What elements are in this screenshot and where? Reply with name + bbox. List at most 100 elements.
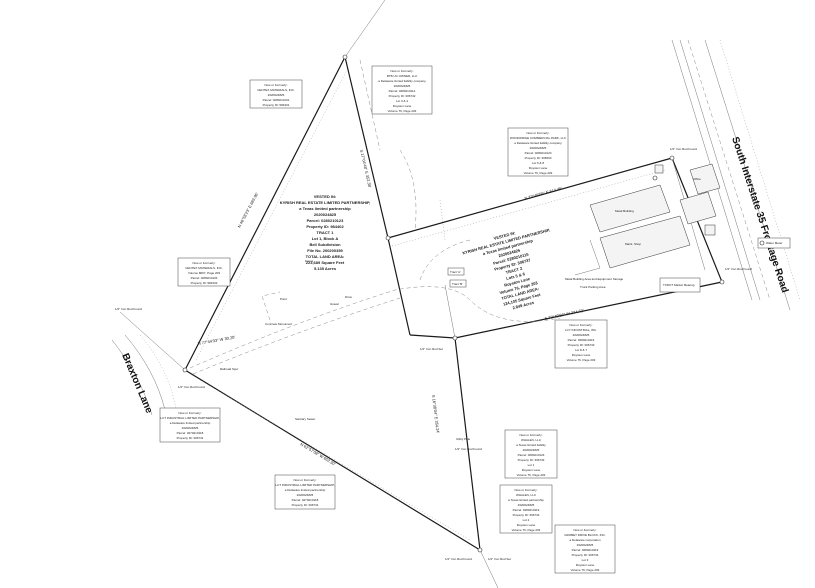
tract1-line-10: TOTAL LAND AREA: — [306, 254, 345, 259]
adjoiner-a9-line-7: Royston Lane — [517, 523, 536, 527]
adjoiner-a6-box — [159, 407, 221, 443]
marker2-label: TXDOT Marker Bearing — [663, 283, 695, 287]
adjoiner-a2-line-5: Property ID: 306732 — [389, 94, 416, 98]
adjoiner-a1: Now or Formerly: CENTEX MATERIALS, INC. … — [249, 79, 303, 109]
adjoiner-a4-line-1: CENTEX MATERIALS, INC. — [185, 266, 223, 270]
boundary-outline — [184, 55, 723, 552]
adjoiner-a8-line-6: Lot 1 — [528, 463, 535, 467]
ssn-label: Sanitary Sewer — [295, 417, 315, 421]
small-structure-2 — [704, 224, 716, 236]
adjoiner-a8-line-5: Property ID: 306734 — [518, 458, 545, 462]
adjoiner-a9-line-2: a Texas limited partnership — [508, 498, 544, 502]
utility-line-1 — [359, 59, 381, 151]
bearing-label-1: N 46°58'23" E 683.96' — [236, 191, 259, 228]
bearing-label-3: N 73°49'56" E 614.46' — [524, 185, 563, 201]
adjoiner-a5-line-0: Now or Formerly: — [569, 323, 592, 327]
adjoiner-a6-line-3: 2020024825 — [182, 426, 199, 430]
adjoiner-a2-line-8: Volume 76, Page 203 — [388, 109, 417, 113]
tract2-line-3: 2020024825 — [498, 247, 522, 258]
adjoiner-a10-line-4: Parcel: 0280210119 — [572, 548, 599, 552]
fence-line-north — [195, 67, 349, 361]
adjoiner-a10-line-2: a Delaware corporation — [569, 538, 600, 542]
tract2-line-6: TRACT 2 — [505, 266, 523, 275]
adjoiner-a1-line-3: Parcel: 0280210101 — [263, 98, 290, 102]
adjoiner-a7-line-3: 2020024825 — [297, 493, 314, 497]
adjoiner-a4: Now or Formerly: CENTEX MATERIALS, INC. … — [177, 257, 231, 287]
tract2-line-7: Lots 5 & 6 — [506, 271, 527, 281]
water-meter-icon — [759, 240, 765, 246]
adjoiner-a8-line-0: Now or Formerly: — [519, 433, 542, 437]
corner-e-label: 1/2" Iron Rod Found — [725, 267, 752, 271]
adjoiner-a1-line-1: CENTEX MATERIALS, INC. — [257, 88, 295, 92]
adjoiner-a9-line-5: Property ID: 306734 — [513, 513, 540, 517]
adjoiner-a7: Now or Formerly: LCT INDUSTRIAL LIMITED … — [274, 474, 336, 510]
adjoiner-a10: Now or Formerly: GROBET DRIVE BLOCK, INC… — [554, 524, 616, 574]
adjoiner-a7-line-1: LCT INDUSTRIAL LIMITED PARTNERSHIP, — [275, 483, 334, 487]
frontage-row-line-5 — [719, 39, 801, 301]
bearing-label-6: N 62°57'08" W 652.30' — [299, 442, 336, 467]
pad-outline — [574, 239, 601, 276]
adjoiner-a5-line-5: Lot 8 & 7 — [575, 348, 587, 352]
bearing-label-2: S 17°04'48" E 352.38' — [359, 149, 373, 188]
adjoiner-a9-line-0: Now or Formerly: — [514, 488, 537, 492]
adjoiner-a5: Now or Formerly: LCY INDUSTRIAL, INC. 20… — [554, 319, 608, 369]
tract1-block: VESTED IN: KYRISH REAL ESTATE LIMITED PA… — [280, 194, 371, 271]
se-corner-label: 1/2" Iron Rod Set — [488, 557, 511, 561]
adjoiner-a8-line-8: Volume 76, Page 203 — [517, 473, 546, 477]
maint-label: Maint. Shop — [625, 242, 641, 246]
marker2-box — [659, 277, 701, 293]
bearing-label-5: S 16°38'04" E 354.24' — [431, 395, 441, 434]
tract1-line-2: a Texas limited partnership — [299, 206, 351, 211]
adjoiner-a3-line-2: a Delaware limited liability company — [514, 141, 562, 145]
utility-line-2 — [261, 291, 281, 321]
adjoiner-a8-line-7: Royston Lane — [522, 468, 541, 472]
adjoiner-a3-line-3: 2020024825 — [530, 146, 547, 150]
utility-line-4 — [399, 149, 417, 231]
adjoiner-a9-line-3: 2020024825 — [518, 503, 535, 507]
adjoiner-a2-box — [371, 65, 433, 115]
tract1-line-0: VESTED IN: — [314, 194, 336, 199]
adjoiner-a5-line-3: Parcel: 0280210116 — [568, 338, 595, 342]
adjoiner-a8-box — [504, 429, 558, 479]
bearing-label-7: N 77°44'33" W 30.20' — [197, 334, 235, 346]
adjoiner-a5-line-2: 2020024825 — [573, 333, 590, 337]
adjoiner-a6-line-5: Property ID: 306731 — [177, 436, 204, 440]
adjoiner-a9-line-8: Volume 76, Page 203 — [512, 528, 541, 532]
tract1-line-4: Parcel: 0280210123 — [307, 218, 344, 223]
adjoiner-a7-line-0: Now or Formerly: — [293, 478, 316, 482]
adjoiner-a8-line-2: a Texas limited liability — [516, 443, 546, 447]
corner-s-label: 1/2" Iron Rod Found — [445, 557, 472, 561]
adjoiner-a10-line-8: Volume 76, Page 203 — [571, 568, 600, 572]
adjoiner-a9-box — [499, 484, 553, 534]
corner-monuments — [182, 54, 725, 553]
tract-tag-1: Tract 'A' — [450, 270, 461, 274]
shed-building — [679, 191, 717, 225]
tract1-line-12: 5.135 Acres — [314, 266, 337, 271]
corner-ne-icon — [669, 155, 675, 161]
adjoiner-a3-line-5: Property ID: 306560 — [525, 156, 552, 160]
railroad-label: Railroad Spur — [220, 367, 238, 371]
marker1-box — [757, 237, 791, 249]
corner-n-icon — [342, 54, 348, 60]
adjoiner-a5-line-1: LCY INDUSTRIAL, INC. — [565, 328, 597, 332]
frontage-row-line-3 — [687, 39, 771, 301]
adjoiner-a7-line-2: a Delaware limited partnership — [285, 488, 326, 492]
office-label: Office — [693, 177, 701, 181]
adjoiner-a10-line-7: Royston Lane — [576, 563, 595, 567]
adjoiner-a2-line-3: 2020024825 — [394, 84, 411, 88]
warehouse-label: Metal Building — [615, 209, 634, 213]
tract1-line-9: File No. 200200359 — [307, 248, 343, 253]
marker1-label: Water Meter — [766, 241, 782, 245]
sw-corner-label: 1/2" Iron Rod Found — [178, 385, 205, 389]
adjoiner-a8-line-1: WHALEN, LLC — [521, 438, 542, 442]
frontage-row-line-4 — [704, 39, 791, 311]
fence-line-south — [199, 379, 471, 541]
gravel-label: Gravel — [330, 302, 339, 306]
adjoiner-a3-line-6: Lot 6 & 8 — [532, 161, 544, 165]
fence-line-east — [391, 169, 666, 247]
adjoiner-a5-line-4: Property ID: 306733 — [568, 343, 595, 347]
adjoiner-a4-line-2: Volume 8097, Page 209 — [188, 271, 220, 275]
adjoiner-a6-line-1: LCT INDUSTRIAL LIMITED PARTNERSHIP, — [160, 416, 219, 420]
small-structure — [654, 164, 664, 174]
tract1-line-5: Property ID: 984402 — [306, 224, 344, 229]
